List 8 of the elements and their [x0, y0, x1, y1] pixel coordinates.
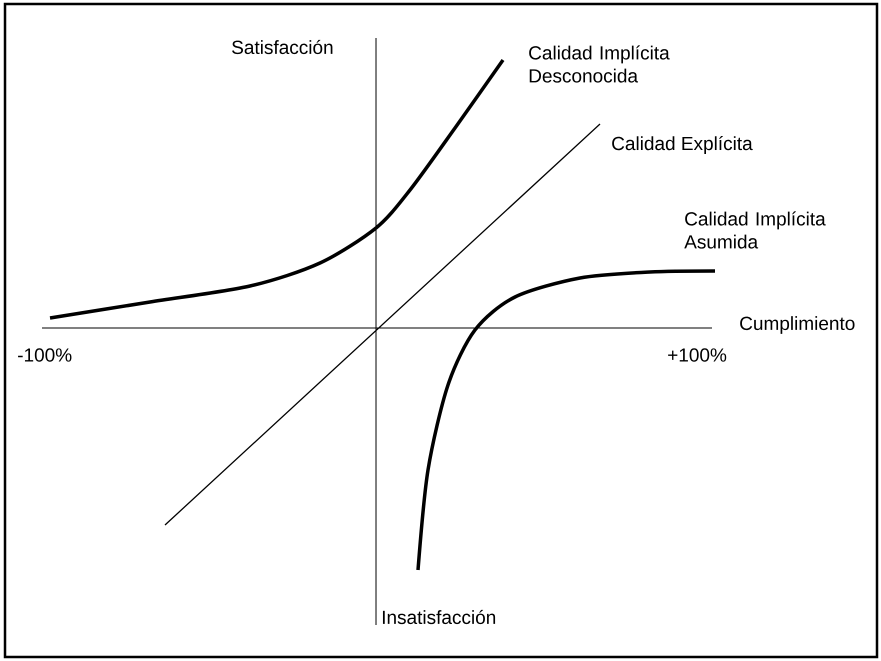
- axis-label: +100%: [668, 348, 726, 362]
- axis-label: Insatisfacción: [382, 610, 496, 624]
- axis-label: Calidad Implícita Asumida: [684, 211, 826, 249]
- axis-label: Cumplimiento: [740, 316, 855, 334]
- axis-label: Calidad Implícita Desconocida: [529, 45, 670, 83]
- axis-label: Calidad Explícita: [612, 136, 753, 154]
- axis-label: -100%: [18, 348, 72, 362]
- axis-label: Satisfacción: [232, 40, 332, 54]
